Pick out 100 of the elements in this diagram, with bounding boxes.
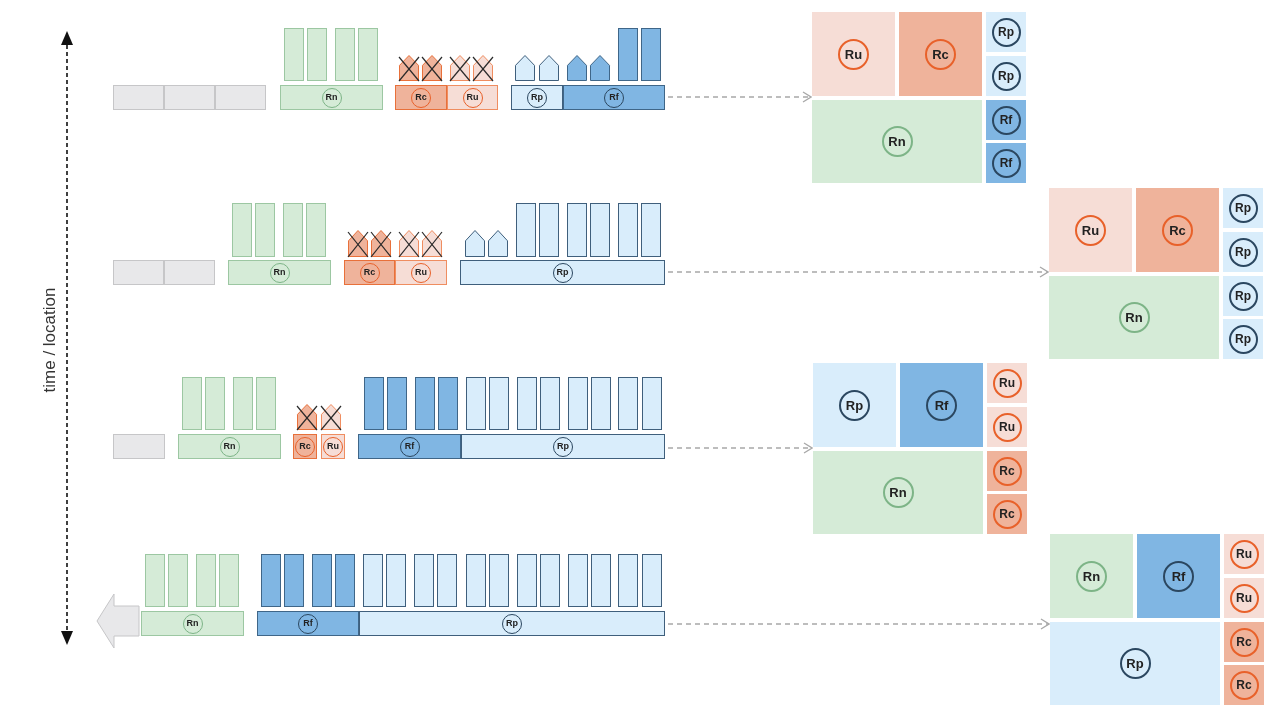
column-bar (618, 377, 638, 430)
column-bar (182, 377, 202, 430)
treemap-tile (899, 12, 982, 96)
segment-bar (280, 85, 383, 110)
column-bar (568, 377, 588, 430)
house-shape (465, 230, 485, 257)
crossed-out-house-shape (297, 404, 317, 430)
column-bar (196, 554, 216, 607)
segment-bar (395, 85, 447, 110)
circled-label: Rn (881, 126, 913, 157)
circled-label: Rc (925, 38, 956, 70)
treemap-tile (1050, 622, 1220, 705)
crossed-out-house-shape (371, 230, 391, 257)
treemap-tile (812, 12, 895, 96)
column-bar (641, 28, 661, 81)
column-bar (642, 554, 662, 607)
treemap-tile (1049, 276, 1219, 359)
column-bar (363, 554, 383, 607)
segment-bar (359, 611, 665, 636)
segment-bar (460, 260, 665, 285)
column-bar (284, 28, 304, 81)
segment-bar (344, 260, 395, 285)
column-bar (145, 554, 165, 607)
circled-label: Rn (1118, 302, 1150, 333)
house-shape (515, 55, 535, 81)
column-bar (540, 554, 560, 607)
crossed-out-house-shape (422, 55, 442, 81)
column-bar (232, 203, 252, 257)
house-shape (567, 55, 587, 81)
segment-bar (178, 434, 281, 459)
circled-label: Rp (1228, 237, 1258, 267)
crossed-out-house-shape (348, 230, 368, 257)
column-bar (335, 554, 355, 607)
column-bar (437, 554, 457, 607)
circled-label: Ru (992, 368, 1022, 398)
column-bar (261, 554, 281, 607)
treemap-tile (1136, 188, 1219, 272)
column-bar (364, 377, 384, 430)
column-bar (233, 377, 253, 430)
circled-label: Rp (1228, 193, 1258, 223)
circled-label: Rn (882, 477, 914, 508)
column-bar (618, 203, 638, 257)
house-shape (539, 55, 559, 81)
column-bar (168, 554, 188, 607)
circled-label: Rc (1162, 214, 1193, 246)
segment-bar (563, 85, 665, 110)
dashed-arrow (667, 442, 813, 454)
crossed-out-house-shape (399, 230, 419, 257)
circled-label: Rf (991, 105, 1021, 135)
column-bar (540, 377, 560, 430)
treemap-tile (900, 363, 983, 447)
column-bar (386, 554, 406, 607)
circled-label: Rc (992, 456, 1022, 486)
column-bar (591, 377, 611, 430)
circled-label: Rp (1228, 324, 1258, 354)
column-bar (642, 377, 662, 430)
dashed-arrow (667, 618, 1050, 630)
column-bar (516, 203, 536, 257)
column-bar (312, 554, 332, 607)
segment-bar (228, 260, 331, 285)
segment-bar (511, 85, 563, 110)
treemap-tile (812, 100, 982, 183)
crossed-out-house-shape (321, 404, 341, 430)
treemap-tile (1049, 188, 1132, 272)
column-bar (307, 28, 327, 81)
column-bar (358, 28, 378, 81)
empty-slot-box (113, 434, 165, 459)
segment-bar (461, 434, 665, 459)
circled-label: Rc (1229, 627, 1259, 657)
column-bar (517, 554, 537, 607)
circled-label: Rp (991, 61, 1021, 91)
treemap-tile (813, 451, 983, 534)
column-bar (255, 203, 275, 257)
column-bar (489, 554, 509, 607)
circled-label: Rc (1229, 670, 1259, 700)
circled-label: Rp (991, 17, 1021, 47)
treemap-tile (813, 363, 896, 447)
column-bar (591, 554, 611, 607)
column-bar (489, 377, 509, 430)
house-shape (590, 55, 610, 81)
circled-label: Rn (1076, 560, 1107, 592)
column-bar (438, 377, 458, 430)
circled-label: Ru (838, 38, 869, 70)
circled-label: Ru (1229, 539, 1259, 569)
circled-label: Rf (1163, 560, 1194, 592)
column-bar (205, 377, 225, 430)
column-bar (567, 203, 587, 257)
treemap-tile (1137, 534, 1220, 618)
column-bar (618, 28, 638, 81)
segment-bar (447, 85, 498, 110)
column-bar (618, 554, 638, 607)
segment-bar (395, 260, 447, 285)
segment-bar (257, 611, 359, 636)
crossed-out-house-shape (399, 55, 419, 81)
circled-label: Rp (1119, 648, 1151, 679)
column-bar (387, 377, 407, 430)
circled-label: Ru (992, 412, 1022, 442)
column-bar (335, 28, 355, 81)
circled-label: Rf (926, 389, 957, 421)
segment-bar (358, 434, 461, 459)
